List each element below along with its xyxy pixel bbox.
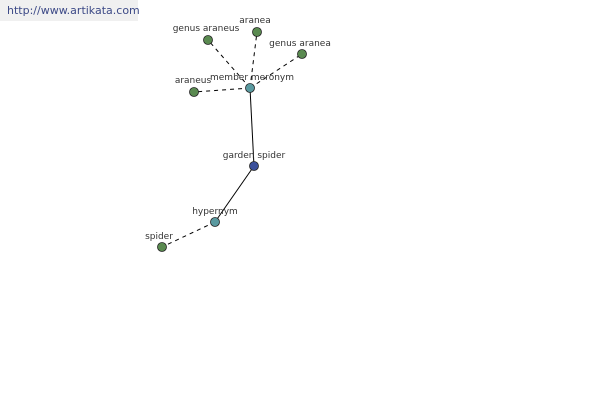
edge-member-meronym-genus-aranea xyxy=(249,53,303,89)
node-genus-aranea-label: genus aranea xyxy=(269,39,331,49)
node-member-meronym-dot[interactable] xyxy=(245,83,255,93)
node-aranea-dot[interactable] xyxy=(252,27,262,37)
node-member-meronym-label: member meronym xyxy=(210,73,294,83)
edge-member-meronym-araneus xyxy=(193,87,251,93)
node-araneus-label: araneus xyxy=(175,76,212,86)
edge-garden-spider-member-meronym xyxy=(249,87,255,167)
node-aranea[interactable]: aranea xyxy=(239,16,271,37)
edge-hypernym-spider xyxy=(161,221,216,248)
node-aranea-label: aranea xyxy=(239,16,271,26)
node-garden-spider[interactable]: garden spider xyxy=(223,151,286,171)
node-spider-label: spider xyxy=(145,232,173,242)
node-spider[interactable]: spider xyxy=(145,232,173,252)
edge-member-meronym-aranea xyxy=(249,31,258,89)
node-hypernym-label: hypernym xyxy=(192,207,238,217)
node-hypernym-dot[interactable] xyxy=(210,217,220,227)
site-url-link[interactable]: http://www.artikata.com xyxy=(7,4,140,17)
node-genus-araneus-label: genus araneus xyxy=(173,24,240,34)
node-spider-dot[interactable] xyxy=(157,242,167,252)
node-araneus[interactable]: araneus xyxy=(175,76,212,97)
graph-edges xyxy=(161,31,303,248)
node-genus-araneus-dot[interactable] xyxy=(203,35,213,45)
node-member-meronym[interactable]: member meronym xyxy=(210,73,294,93)
node-genus-aranea[interactable]: genus aranea xyxy=(269,39,331,59)
edge-member-meronym-genus-araneus xyxy=(207,39,251,89)
url-banner: http://www.artikata.com xyxy=(0,0,140,21)
node-araneus-dot[interactable] xyxy=(189,87,199,97)
node-hypernym[interactable]: hypernym xyxy=(192,207,238,227)
node-garden-spider-dot[interactable] xyxy=(249,161,259,171)
node-genus-aranea-dot[interactable] xyxy=(297,49,307,59)
graph-nodes: garden spider member meronym hypernym genus… xyxy=(145,16,331,252)
node-genus-araneus[interactable]: genus araneus xyxy=(173,24,240,45)
edge-garden-spider-hypernym xyxy=(214,165,255,223)
node-garden-spider-label: garden spider xyxy=(223,151,286,161)
